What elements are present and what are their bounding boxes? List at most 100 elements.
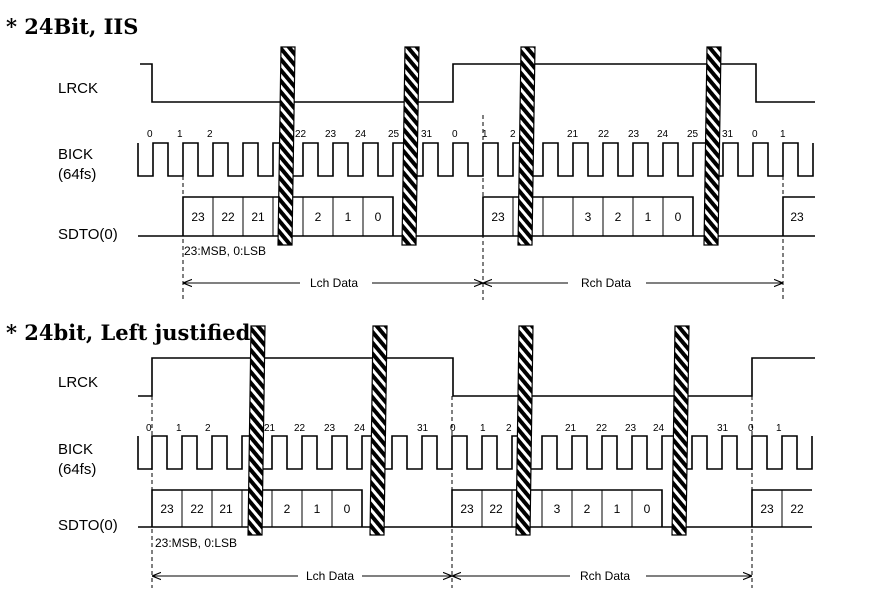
sdto-cell: 22 <box>221 210 235 224</box>
bick-bit-number: 0 <box>450 423 456 434</box>
sdto-cell: 1 <box>645 210 652 224</box>
bick-bit-number: 0 <box>452 129 458 140</box>
frame-boundary-markers <box>151 396 753 588</box>
bick-bit-number: 21 <box>264 423 276 434</box>
sdto-cell: 22 <box>190 502 204 516</box>
lrck-waveform <box>140 63 815 103</box>
bick-bit-number: 1 <box>176 423 182 434</box>
bick-bit-number: 21 <box>565 423 577 434</box>
sdto-cell: 23 <box>491 210 505 224</box>
bick-bit-number: 1 <box>776 423 782 434</box>
bick-bit-number: 24 <box>653 423 665 434</box>
sdto-label: SDTO(0) <box>58 517 118 534</box>
msb-lsb-note: 23:MSB, 0:LSB <box>155 536 237 550</box>
sdto-cell: 2 <box>315 210 322 224</box>
bick-bit-number: 0 <box>748 423 754 434</box>
bick-rate-label: (64fs) <box>58 461 96 478</box>
bick-bit-number: 22 <box>295 129 307 140</box>
time-break-band <box>369 325 388 536</box>
bick-bit-number: 31 <box>722 129 734 140</box>
frame-boundary-markers <box>182 115 784 300</box>
rch-data-label: Rch Data <box>581 276 631 290</box>
sdto-cell: 3 <box>585 210 592 224</box>
lch-data-label: Lch Data <box>310 276 358 290</box>
bick-bit-number: 25 <box>687 129 699 140</box>
bick-bit-number: 24 <box>355 129 367 140</box>
bick-bit-number: 0 <box>147 129 153 140</box>
rch-span-arrow: Rch Data <box>452 569 752 583</box>
diagram-left-justified: * 24bit, Left justified LRCK BICK (64fs)… <box>6 320 815 588</box>
bick-bit-numbers: 0 1 2 21 22 23 24 31 0 1 2 21 22 23 24 3… <box>146 423 782 434</box>
sdto-cell: 23 <box>790 210 804 224</box>
bick-bit-number: 22 <box>596 423 608 434</box>
bick-bit-number: 0 <box>146 423 152 434</box>
bick-bit-number: 1 <box>177 129 183 140</box>
bick-bit-number: 22 <box>598 129 610 140</box>
bick-bit-number: 24 <box>657 129 669 140</box>
bick-bit-number: 2 <box>510 129 516 140</box>
sdto-cell: 3 <box>554 502 561 516</box>
bick-bit-number: 2 <box>205 423 211 434</box>
bick-bit-number: 1 <box>780 129 786 140</box>
lrck-label: LRCK <box>58 374 98 391</box>
bick-rate-label: (64fs) <box>58 166 96 183</box>
sdto-cell: 2 <box>284 502 291 516</box>
time-break-band <box>277 46 296 246</box>
bick-bit-number: 23 <box>625 423 637 434</box>
sdto-cell-dividers <box>181 490 783 527</box>
sdto-cell: 2 <box>584 502 591 516</box>
bick-bit-number: 22 <box>294 423 306 434</box>
time-break-band <box>517 46 536 246</box>
bick-bit-number: 24 <box>354 423 366 434</box>
bick-bit-number: 31 <box>717 423 729 434</box>
bick-bit-number: 31 <box>417 423 429 434</box>
sdto-cell: 1 <box>345 210 352 224</box>
sdto-cell: 0 <box>644 502 651 516</box>
time-break-band <box>247 325 266 536</box>
diagram-title: * 24Bit, IIS <box>6 14 138 39</box>
sdto-cell: 2 <box>615 210 622 224</box>
sdto-cell: 23 <box>460 502 474 516</box>
bick-bit-number: 2 <box>207 129 213 140</box>
bick-waveform <box>137 435 813 470</box>
time-break-band <box>401 46 420 246</box>
diagram-title: * 24bit, Left justified <box>6 320 251 345</box>
sdto-cell: 22 <box>790 502 804 516</box>
bick-bit-number: 23 <box>628 129 640 140</box>
bick-bit-number: 0 <box>752 129 758 140</box>
bick-bit-number: 31 <box>421 129 433 140</box>
bick-bit-numbers: 0 1 2 22 23 24 25 31 0 1 2 21 22 23 24 2… <box>147 129 786 140</box>
sdto-cell: 23 <box>191 210 205 224</box>
bick-bit-number: 1 <box>480 423 486 434</box>
bick-label: BICK <box>58 441 93 458</box>
msb-lsb-note: 23:MSB, 0:LSB <box>184 244 266 258</box>
time-break-bands <box>277 46 722 246</box>
bick-bit-number: 23 <box>325 129 337 140</box>
bick-bit-number: 21 <box>567 129 579 140</box>
bick-bit-number: 23 <box>324 423 336 434</box>
lch-span-arrow: Lch Data <box>183 276 483 290</box>
sdto-cell-dividers <box>212 197 664 236</box>
sdto-cell: 21 <box>251 210 265 224</box>
time-break-bands <box>247 325 690 536</box>
time-break-band <box>703 46 722 246</box>
sdto-cell: 1 <box>314 502 321 516</box>
sdto-cell: 1 <box>614 502 621 516</box>
lrck-waveform <box>138 357 815 397</box>
sdto-cell: 22 <box>489 502 503 516</box>
bick-bit-number: 25 <box>388 129 400 140</box>
bick-label: BICK <box>58 146 93 163</box>
sdto-bit-values: 23 22 21 2 1 0 23 22 3 2 1 0 23 22 <box>160 502 804 516</box>
diagram-iis: * 24Bit, IIS LRCK BICK (64fs) SDTO(0) 0 … <box>6 14 815 300</box>
sdto-cell: 21 <box>219 502 233 516</box>
rch-data-label: Rch Data <box>580 569 630 583</box>
time-break-band <box>671 325 690 536</box>
sdto-cell: 0 <box>344 502 351 516</box>
sdto-cell: 23 <box>160 502 174 516</box>
lch-data-label: Lch Data <box>306 569 354 583</box>
lch-span-arrow: Lch Data <box>152 569 452 583</box>
sdto-bit-values: 23 22 21 2 1 0 23 3 2 1 0 23 <box>191 210 804 224</box>
time-break-band <box>515 325 534 536</box>
